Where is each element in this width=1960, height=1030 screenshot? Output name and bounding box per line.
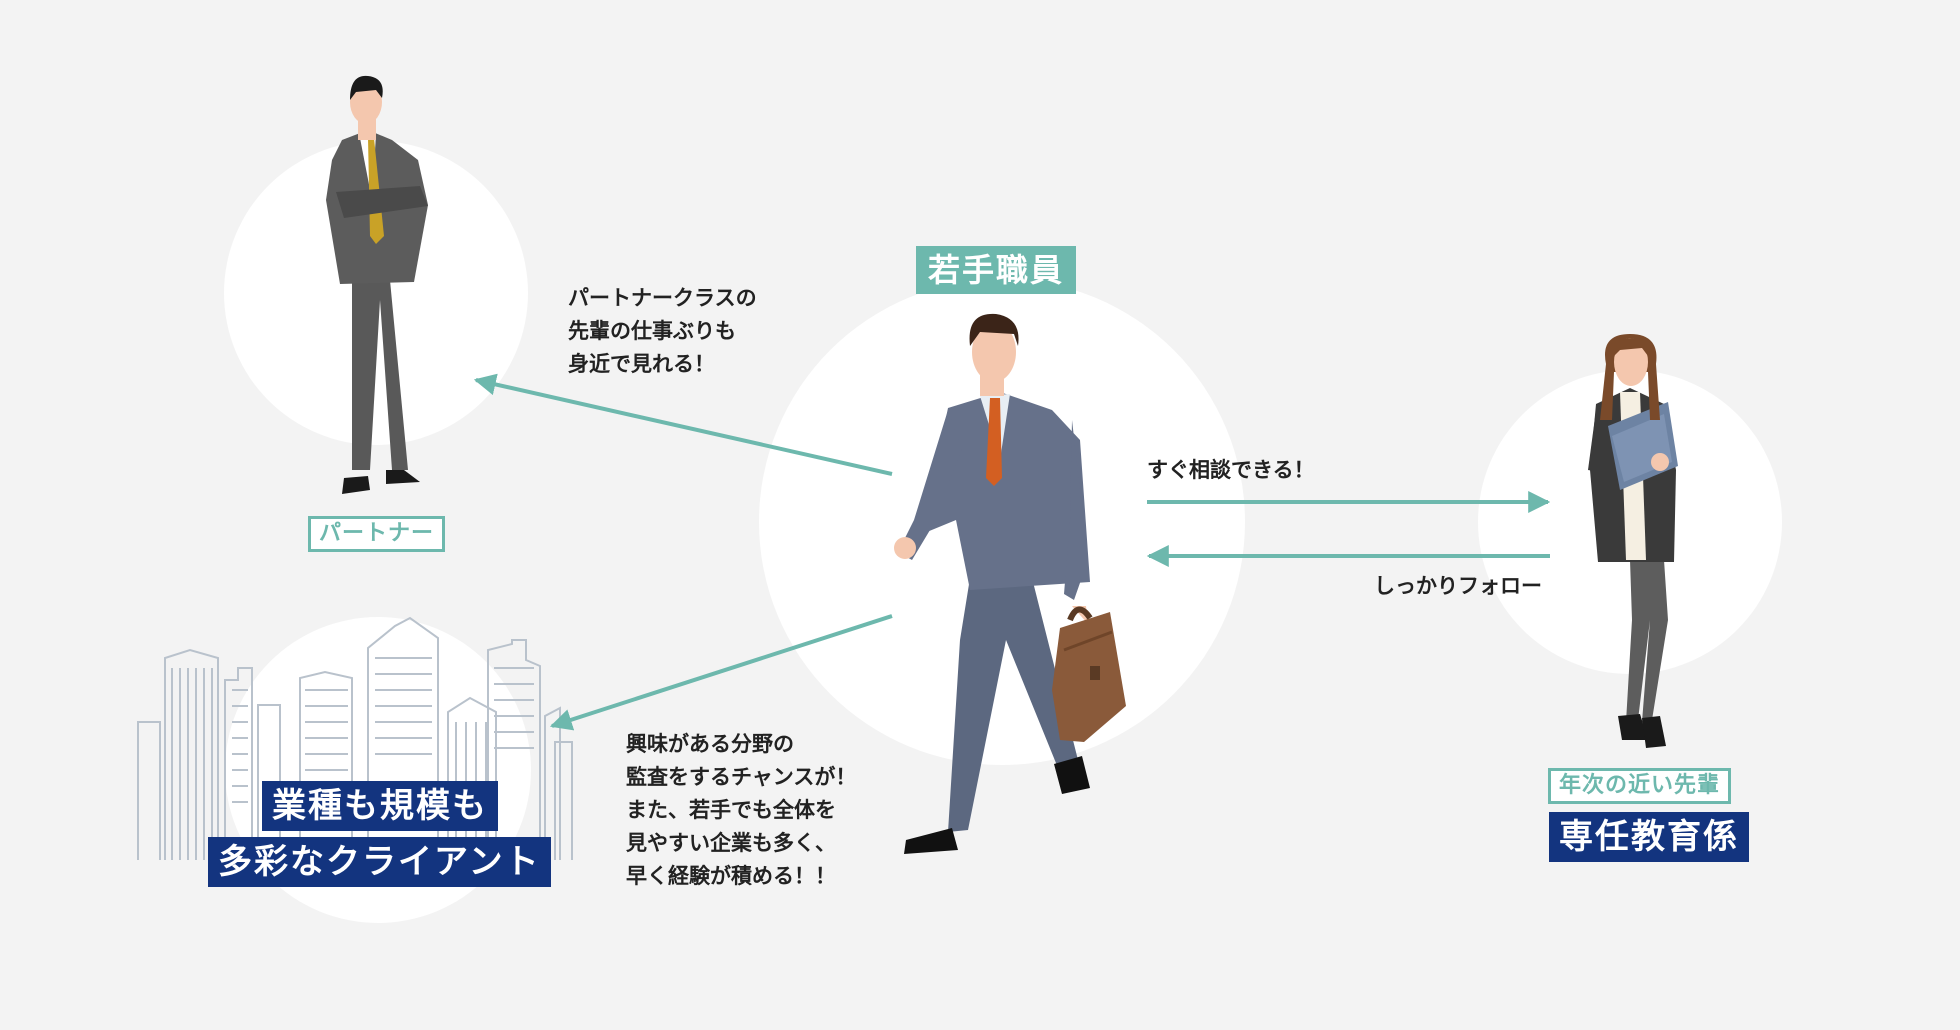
- mentor-figure-icon: [1588, 334, 1678, 748]
- partner-message: パートナークラスの 先輩の仕事ぶりも 身近で見れる！: [568, 282, 757, 381]
- clients-message: 興味がある分野の 監査をするチャンスが！ また、若手でも全体を 見やすい企業も多…: [626, 728, 856, 893]
- arrow-to-partner: [473, 373, 893, 476]
- mentor-label: 専任教育係: [1549, 812, 1749, 862]
- clients-message-line: また、若手でも全体を: [626, 798, 836, 822]
- young-staff-label: 若手職員: [916, 246, 1077, 294]
- partner-figure-icon: [326, 75, 428, 494]
- young-staff-figure-icon: [894, 313, 1090, 854]
- partner-message-line: 身近で見れる！: [568, 352, 715, 376]
- clients-label-line-2: 多彩なクライアント: [208, 837, 551, 887]
- clients-message-line: 早く経験が積める！！: [626, 864, 836, 888]
- clients-message-line: 興味がある分野の: [626, 732, 794, 756]
- mentor-sub-label: 年次の近い先輩: [1548, 768, 1732, 804]
- clients-message-line: 監査をするチャンスが！: [626, 765, 857, 789]
- briefcase-icon: [1052, 606, 1126, 742]
- partner-message-line: 先輩の仕事ぶりも: [568, 319, 736, 343]
- clients-label-line-1: 業種も規模も: [262, 781, 498, 831]
- to-mentor-message: すぐ相談できる！: [1147, 458, 1315, 482]
- partner-label: パートナー: [308, 516, 446, 552]
- from-mentor-message: しっかりフォロー: [1374, 574, 1542, 598]
- arrow-to-clients: [549, 614, 893, 731]
- partner-message-line: パートナークラスの: [568, 286, 757, 310]
- clients-message-line: 見やすい企業も多く、: [626, 831, 836, 855]
